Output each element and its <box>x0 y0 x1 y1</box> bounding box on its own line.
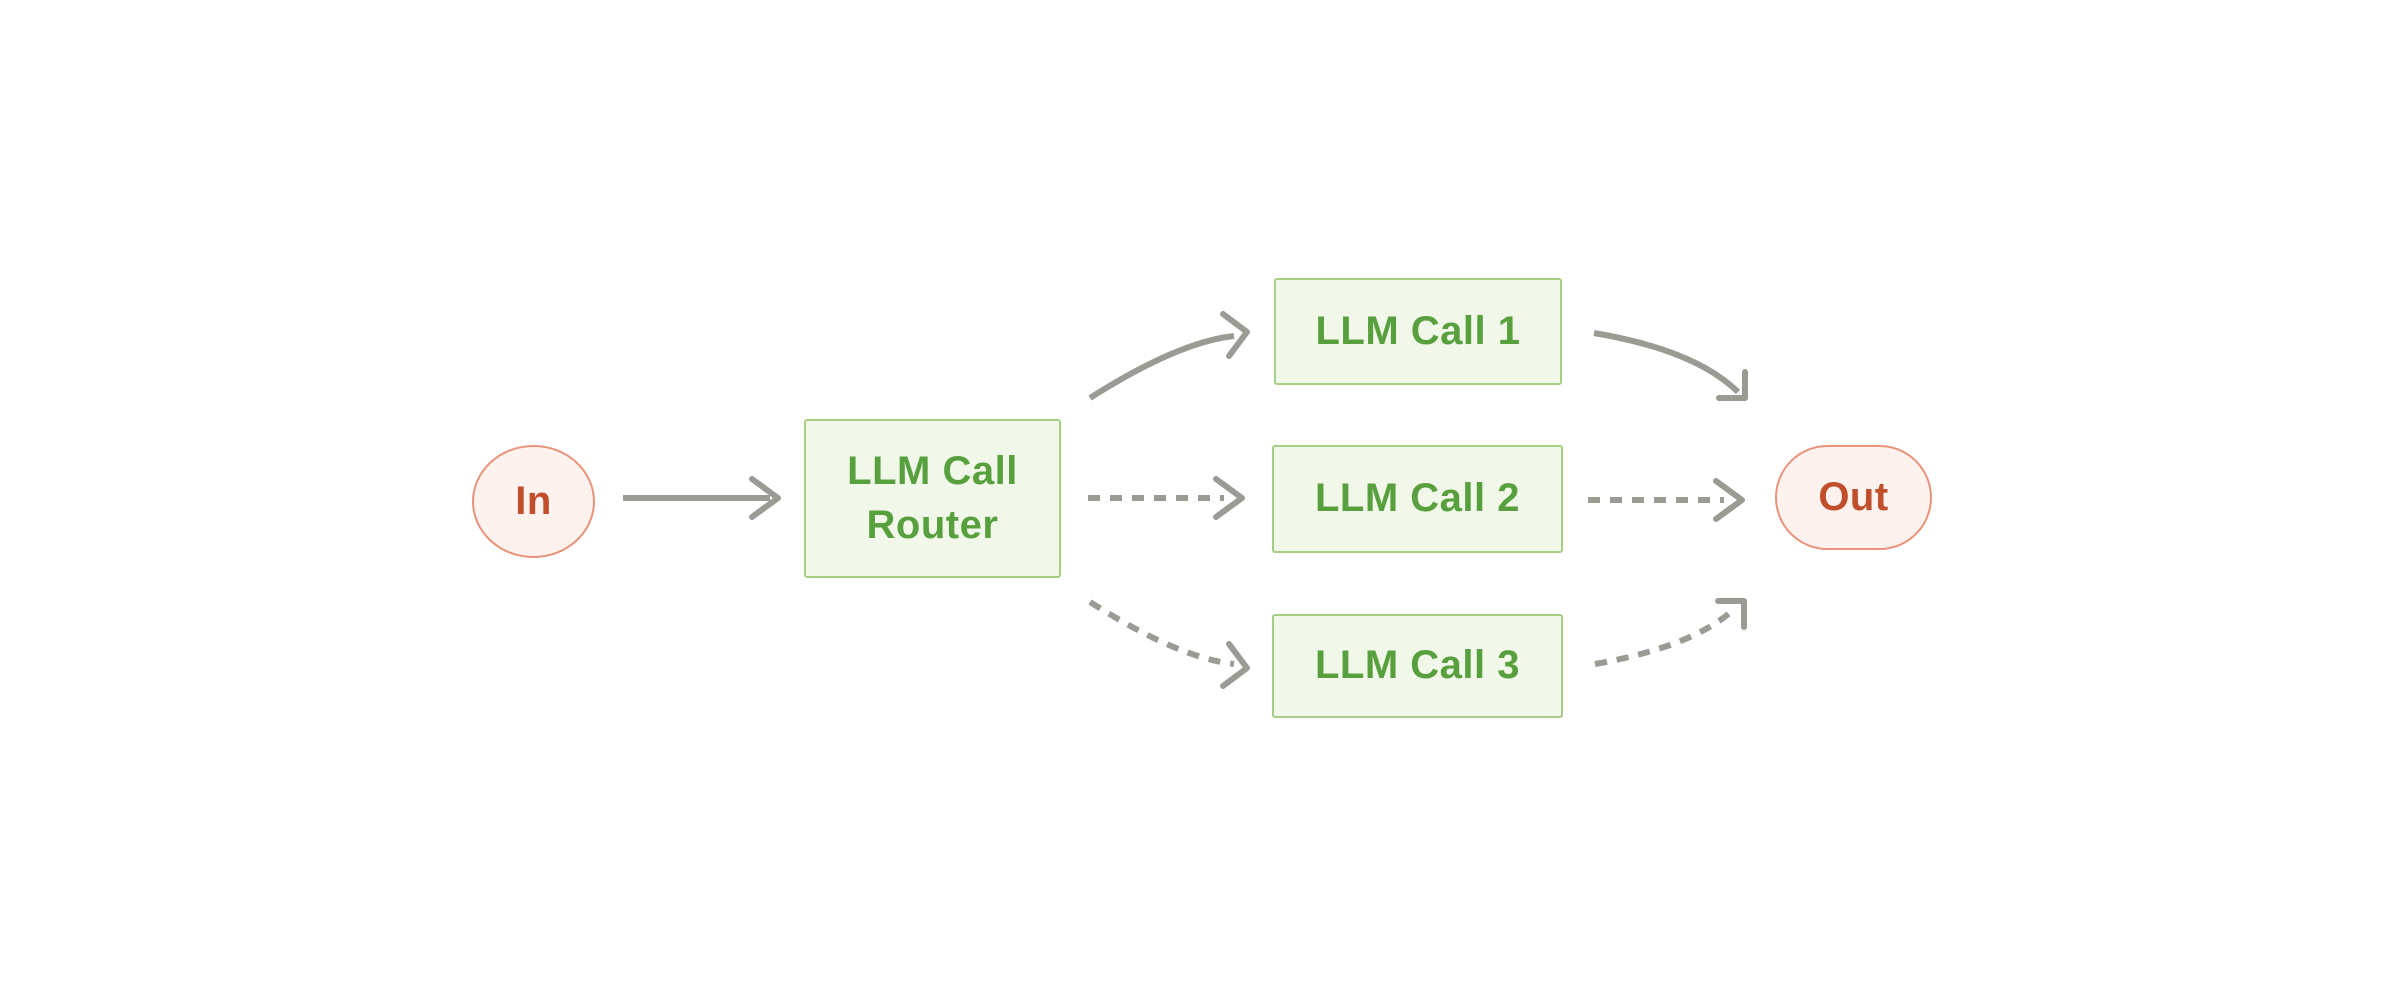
edge-router-to-call2 <box>1088 476 1245 520</box>
edge-input-to-router <box>623 476 781 520</box>
edge-router-to-call3 <box>1088 599 1250 689</box>
node-llm-call-2-label: LLM Call 2 <box>1314 476 1521 521</box>
edge-call1-to-output <box>1593 330 1748 401</box>
node-llm-call-3: LLM Call 3 <box>1272 614 1563 718</box>
node-llm-call-router: LLM Call Router <box>804 419 1061 578</box>
node-llm-call-router-label: LLM Call Router <box>847 449 1018 547</box>
node-llm-call-2: LLM Call 2 <box>1272 445 1563 553</box>
node-llm-call-1: LLM Call 1 <box>1274 278 1562 385</box>
edge-call3-to-output <box>1594 598 1747 667</box>
node-llm-call-1-label: LLM Call 1 <box>1315 308 1521 353</box>
node-input: In <box>472 445 595 558</box>
node-output-label: Out <box>1818 475 1889 519</box>
edge-call2-to-output <box>1588 478 1745 522</box>
node-output: Out <box>1775 445 1932 550</box>
node-input-label: In <box>515 479 552 523</box>
edge-router-to-call1 <box>1088 311 1250 401</box>
node-llm-call-3-label: LLM Call 3 <box>1314 643 1521 688</box>
